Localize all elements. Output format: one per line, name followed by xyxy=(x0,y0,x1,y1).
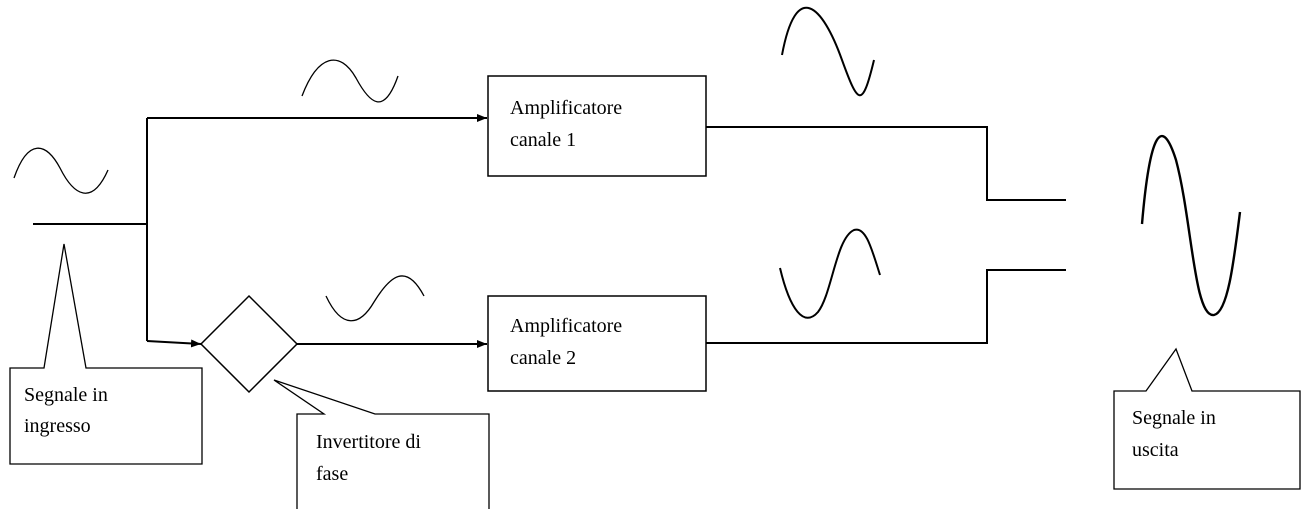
amplifier-channel-1-box xyxy=(487,75,707,177)
output-callout-line1: Segnale in xyxy=(1132,407,1216,429)
input-signal-line xyxy=(33,118,148,341)
amplifier-2-label-line2: canale 2 xyxy=(510,347,577,369)
input-callout-line1: Segnale in xyxy=(24,384,108,406)
amplifier-channel-2-box xyxy=(487,295,707,392)
channel-1-sine-wave xyxy=(301,59,399,103)
amplifier-1-label-line1: Amplificatore xyxy=(510,97,623,119)
amplified-channel-2-wave xyxy=(779,228,881,319)
phase-inverter-diamond xyxy=(199,294,299,394)
amplified-channel-1-wave xyxy=(781,6,875,97)
input-callout xyxy=(9,243,203,465)
arrow-to-phase-inverter xyxy=(146,339,202,348)
output-lines xyxy=(706,126,1066,344)
inverter-callout xyxy=(273,379,490,509)
inverted-sine-wave xyxy=(325,275,425,322)
output-callout-line2: uscita xyxy=(1132,439,1179,461)
inverter-callout-line1: Invertitore di xyxy=(316,431,421,453)
input-sine-wave xyxy=(13,147,109,194)
amplifier-2-label-line1: Amplificatore xyxy=(510,315,623,337)
input-callout-line2: ingresso xyxy=(24,415,91,437)
output-sine-wave xyxy=(1140,135,1242,317)
inverter-callout-line2: fase xyxy=(316,463,349,485)
output-callout xyxy=(1113,347,1301,490)
amplifier-1-label-line2: canale 1 xyxy=(510,129,577,151)
